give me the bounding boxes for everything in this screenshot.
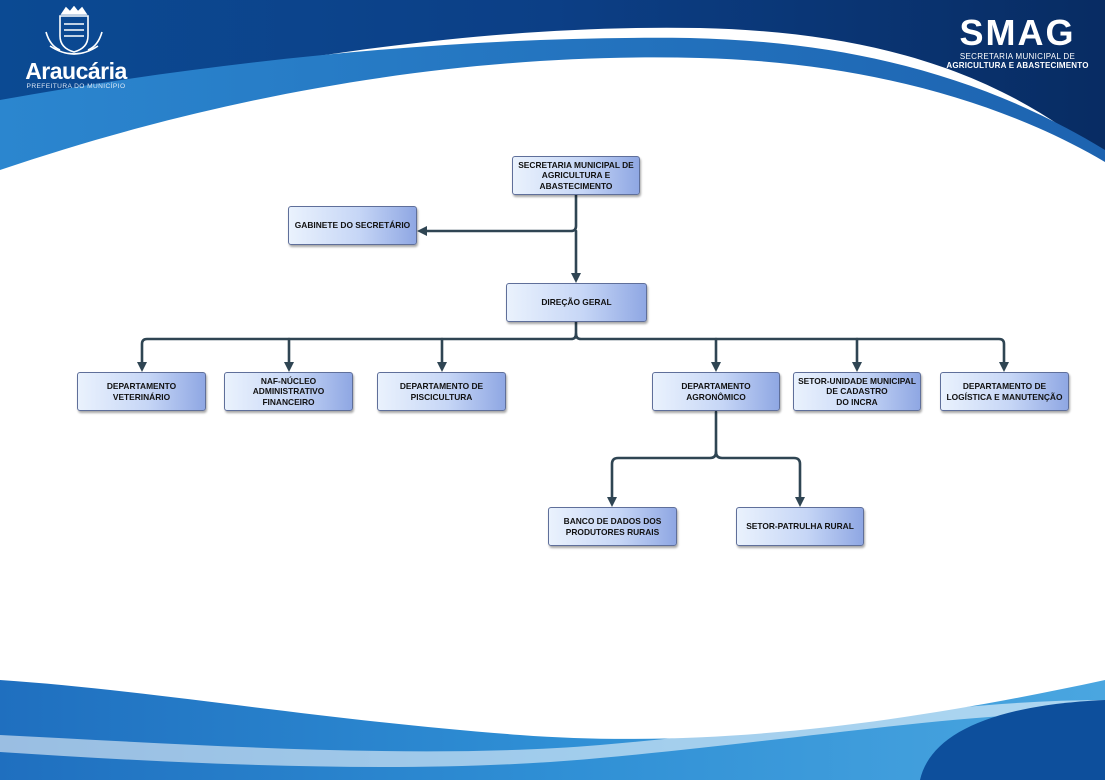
arrow-banco — [607, 497, 617, 507]
connector-arrowheads — [137, 226, 1009, 507]
coat-of-arms-icon — [45, 6, 103, 55]
arrow-veterinario — [137, 362, 147, 372]
node-direcao: DIREÇÃO GERAL — [506, 283, 647, 322]
arrow-direcao — [571, 273, 581, 283]
arrow-naf — [284, 362, 294, 372]
connector-agronomico-sub — [610, 410, 718, 502]
node-veterinario: DEPARTAMENTO VETERINÁRIO — [77, 372, 206, 411]
connector-lines — [140, 193, 1006, 502]
arrow-logistica — [999, 362, 1009, 372]
top-wave-light — [0, 37, 1105, 170]
arrow-gabinete — [417, 226, 427, 236]
node-patrulha: SETOR-PATRULHA RURAL — [736, 507, 864, 546]
node-secretaria: SECRETARIA MUNICIPAL DE AGRICULTURA E AB… — [512, 156, 640, 195]
node-banco-dados: BANCO DE DADOS DOS PRODUTORES RURAIS — [548, 507, 677, 546]
logo-city-subtitle: PREFEITURA DO MUNICÍPIO — [26, 83, 126, 90]
arrow-agronomico — [711, 362, 721, 372]
logo-city-name: Araucária — [25, 58, 127, 84]
arrow-incra — [852, 362, 862, 372]
bottom-wave-white-stripe — [0, 700, 1105, 768]
node-piscicultura: DEPARTAMENTO DE PISCICULTURA — [377, 372, 506, 411]
connector-bus-right — [574, 332, 1006, 367]
connector-secretaria-gabinete — [423, 193, 578, 233]
araucaria-logo: Araucária PREFEITURA DO MUNICÍPIO — [16, 6, 136, 90]
node-gabinete: GABINETE DO SECRETÁRIO — [288, 206, 417, 245]
arrow-patrulha — [795, 497, 805, 507]
smag-title: SMAG — [959, 12, 1076, 53]
connector-agronomico-patrulha — [714, 450, 802, 502]
connector-direcao-bus — [140, 320, 578, 367]
top-wave-dark — [0, 0, 1105, 160]
node-agronomico: DEPARTAMENTO AGRONÔMICO — [652, 372, 780, 411]
node-incra: SETOR-UNIDADE MUNICIPAL DE CADASTRO DO I… — [793, 372, 921, 411]
bottom-wave-dark — [920, 700, 1105, 780]
arrow-piscicultura — [437, 362, 447, 372]
smag-line-1: SECRETARIA MUNICIPAL DE — [959, 52, 1076, 61]
node-naf: NAF-NÚCLEO ADMINISTRATIVO FINANCEIRO — [224, 372, 353, 411]
node-logistica: DEPARTAMENTO DE LOGÍSTICA E MANUTENÇÃO — [940, 372, 1069, 411]
smag-logo: SMAG SECRETARIA MUNICIPAL DE AGRICULTURA… — [935, 14, 1100, 74]
smag-line-2: AGRICULTURA E ABASTECIMENTO — [946, 61, 1089, 70]
